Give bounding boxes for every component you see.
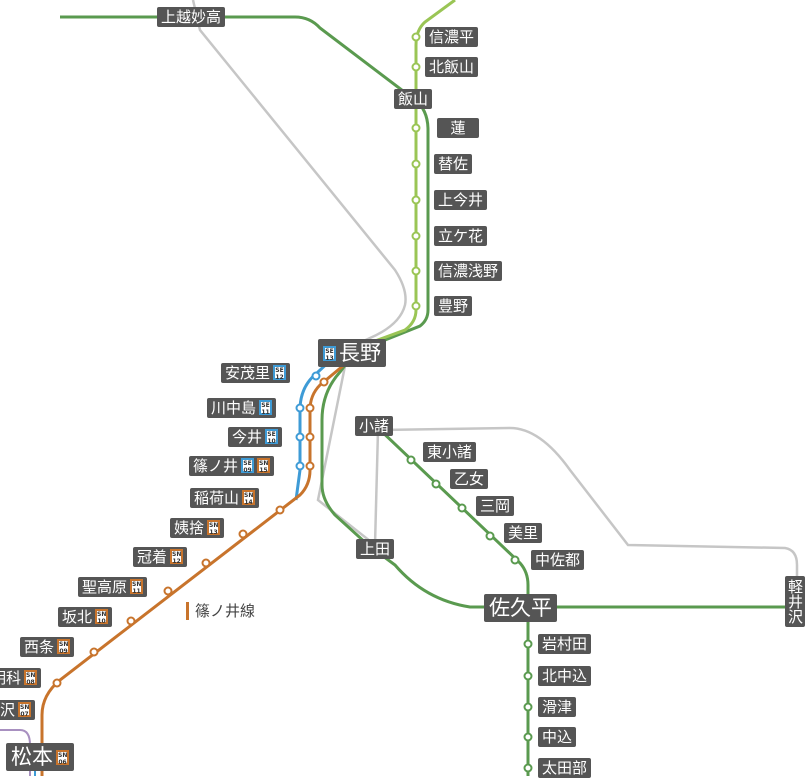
shinetsu-line-south [320, 351, 800, 609]
shinetsu-line-north [60, 15, 430, 354]
station-imai-name: 今井 [232, 428, 263, 446]
station-misato[interactable]: 美里 [504, 523, 543, 543]
station-iiyama[interactable]: 飯山 [394, 89, 433, 109]
station-kitaiiyama[interactable]: 北飯山 [425, 57, 479, 77]
station-amori-name: 安茂里 [225, 364, 271, 382]
legend-shinonoi-line: 篠ノ井線 [186, 600, 255, 621]
shinonoi-line [40, 358, 351, 776]
station-kitanakagome[interactable]: 北中込 [538, 666, 592, 686]
station-kaesa[interactable]: 替佐 [434, 154, 473, 174]
hokuriku-shinkansen-line [191, 0, 407, 347]
station-kamuriki-name: 冠着 [137, 548, 168, 566]
station-inariyama-name: 稲荷山 [194, 489, 240, 507]
station-nakagome[interactable]: 中込 [538, 727, 577, 747]
station-otome[interactable]: 乙女 [450, 469, 489, 489]
station-joetsumyoko[interactable]: 上越妙高 [157, 7, 226, 27]
station-sakudaira[interactable]: 佐久平 [484, 594, 557, 622]
station-nakasato[interactable]: 中佐都 [531, 550, 585, 570]
hokuriku-shinkansen-south [316, 365, 799, 588]
station-hachisu[interactable]: 蓮 [437, 118, 479, 138]
station-nishijo-name: 西条 [24, 638, 55, 656]
station-komoro[interactable]: 小諸 [355, 416, 394, 436]
koumi-line [376, 426, 530, 776]
station-mitsuoka[interactable]: 三岡 [476, 496, 515, 516]
station-shinonoi-name: 篠ノ井 [193, 457, 239, 475]
station-akashina-name: 明科 [0, 669, 22, 687]
legend-shinonoi-swatch [186, 601, 189, 620]
station-kamiimai[interactable]: 上今井 [434, 190, 488, 210]
station-toyono[interactable]: 豊野 [434, 296, 473, 316]
station-obasute-name: 姨捨 [174, 519, 205, 537]
station-akashina[interactable]: 明科SN08 [0, 668, 42, 688]
legend-shinonoi-label: 篠ノ井線 [195, 602, 256, 620]
station-hijirikogen-name: 聖高原 [82, 578, 128, 596]
station-sakakita-name: 坂北 [62, 608, 93, 626]
station-karuizawa[interactable]: 軽井沢 [785, 576, 805, 627]
station-ueda[interactable]: 上田 [356, 539, 395, 559]
station-shinanoasano[interactable]: 信濃浅野 [434, 261, 503, 281]
station-kawanakajima-name: 川中島 [211, 399, 257, 417]
station-nagano-name: 長野 [339, 341, 381, 365]
station-dots [52, 32, 533, 773]
station-matsumoto-name: 松本 [11, 745, 53, 769]
station-tategahana[interactable]: 立ケ花 [434, 226, 488, 246]
iiyama-line [355, 0, 456, 350]
station-shinanodaira[interactable]: 信濃平 [425, 27, 479, 47]
station-iwamurada[interactable]: 岩村田 [538, 634, 592, 654]
station-higashikomoro[interactable]: 東小諸 [423, 442, 477, 462]
station-namerizu[interactable]: 滑津 [538, 697, 577, 717]
station-tazawa-name: 沢 [0, 701, 16, 719]
station-otabe[interactable]: 太田部 [538, 758, 592, 778]
